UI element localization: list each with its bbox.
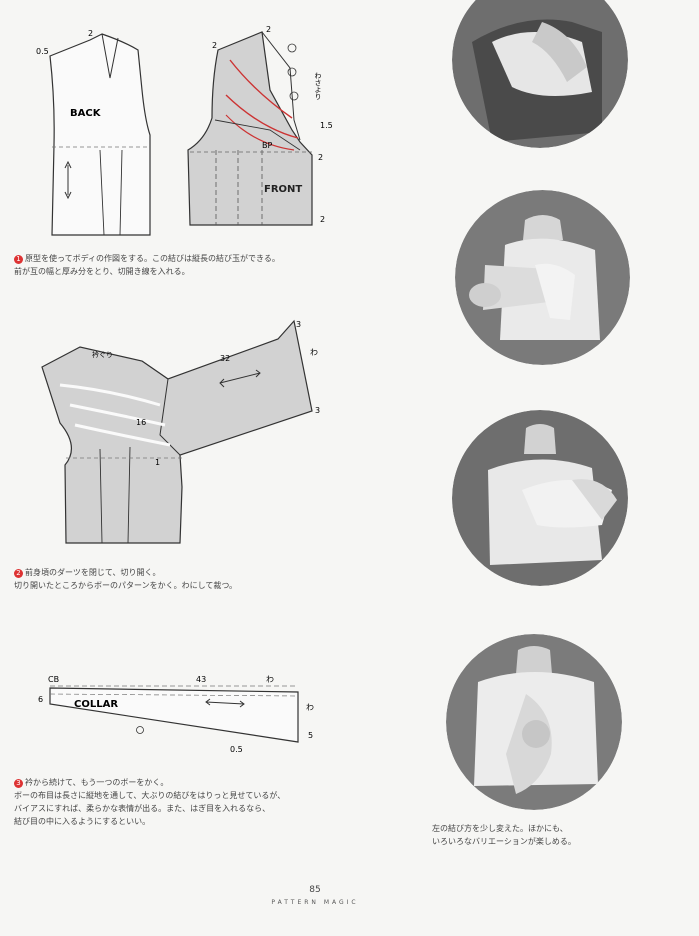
photo-caption: 左の結び方を少し変えた。ほかにも、 いろいろなバリエーションが楽しめる。 (432, 824, 576, 846)
svg-text:6: 6 (38, 695, 43, 704)
svg-text:わ: わ (310, 348, 318, 357)
svg-text:0.5: 0.5 (36, 47, 49, 56)
svg-text:CB: CB (48, 675, 59, 684)
svg-text:わ: わ (266, 675, 274, 684)
photo-2-bow-tying (455, 190, 630, 365)
back-label: BACK (70, 108, 102, 119)
svg-text:わ: わ (306, 703, 314, 712)
collar-label: COLLAR (74, 699, 118, 710)
svg-text:2: 2 (266, 25, 271, 34)
svg-text:2: 2 (212, 41, 217, 50)
book-title: PATTERN MAGIC (271, 899, 359, 906)
front-pattern-outline (187, 31, 313, 226)
collar-outline (49, 687, 299, 743)
svg-text:BP: BP (262, 141, 272, 150)
svg-text:16: 16 (136, 418, 146, 427)
svg-text:2: 2 (88, 29, 93, 38)
back-pattern-outline (49, 33, 151, 236)
photo-4-finished-bow (446, 634, 622, 810)
svg-text:5: 5 (308, 731, 313, 740)
svg-text:1: 1 (155, 458, 160, 467)
svg-text:43: 43 (196, 675, 206, 684)
page-number: 85 (309, 885, 321, 895)
photo-1-draped-bodice (452, 0, 628, 148)
svg-text:32: 32 (220, 354, 230, 363)
svg-text:わさより: わさより (314, 72, 322, 100)
svg-text:2: 2 (320, 215, 325, 224)
step-number-badge: 3 (14, 779, 23, 788)
step-number-badge: 2 (14, 569, 23, 578)
figure-3-collar-pattern: COLLAR CB 43 0.5 5 6 わ わ (38, 675, 314, 754)
svg-text:0.5: 0.5 (230, 745, 243, 754)
svg-text:3: 3 (315, 406, 320, 415)
front-label: FRONT (264, 184, 302, 195)
figure-2-bow-pattern: 衿ぐり 32 3 3 16 1 わ (41, 319, 320, 544)
svg-text:衿ぐり: 衿ぐり (92, 350, 113, 359)
step-number-badge: 1 (14, 255, 23, 264)
svg-text:1.5: 1.5 (320, 121, 333, 130)
figure-1-bodice-pattern: BACK 0.5 2 FRONT BP 2 2 2 2 1.5 わさより (36, 25, 333, 236)
photo-3-bow-forming (452, 410, 628, 586)
svg-text:2: 2 (318, 153, 323, 162)
svg-text:3: 3 (296, 320, 301, 329)
bow-bodice-outline (41, 319, 313, 544)
